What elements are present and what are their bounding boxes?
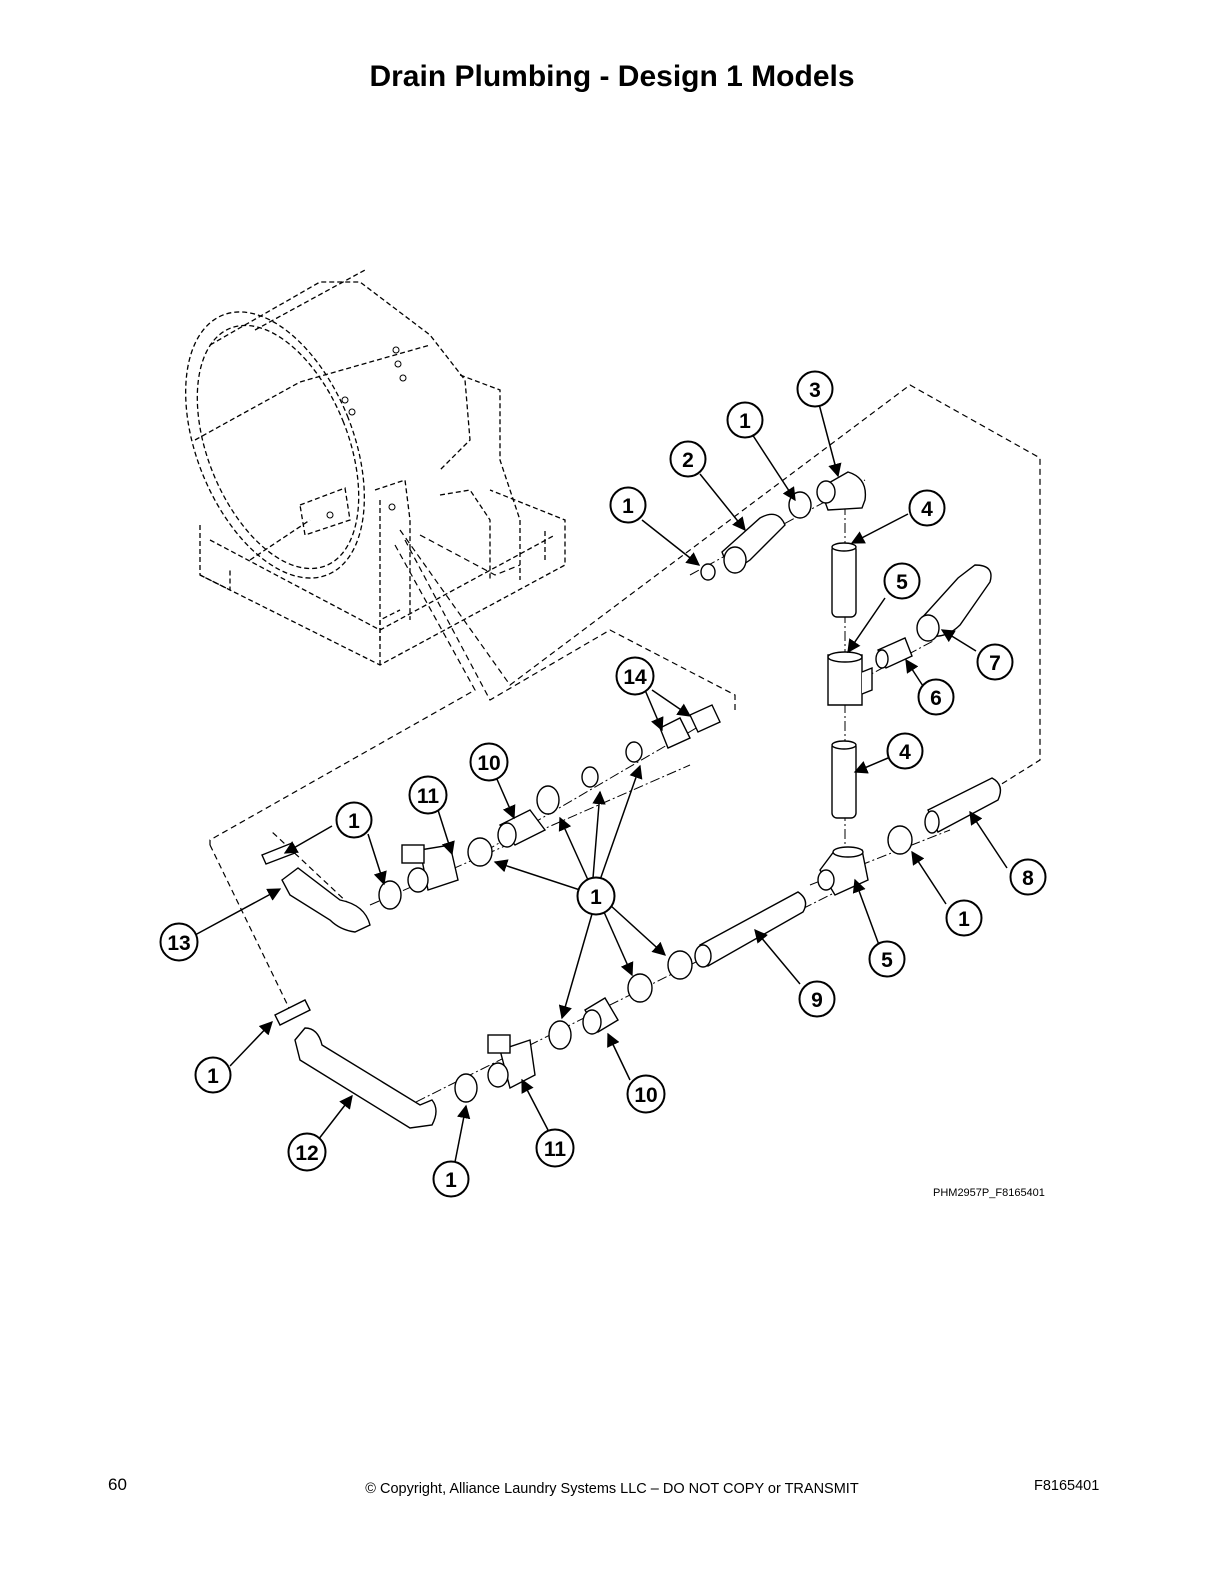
svg-text:4: 4 <box>899 741 911 764</box>
callout-balloon: 1 <box>335 801 373 839</box>
callout-balloon: 11 <box>535 1128 575 1168</box>
svg-text:14: 14 <box>623 666 647 689</box>
part-axis-lines <box>369 479 951 1111</box>
figure-code: PHM2957P_F8165401 <box>933 1187 1045 1199</box>
svg-text:10: 10 <box>477 752 500 775</box>
svg-text:1: 1 <box>739 410 751 433</box>
page-number: 60 <box>108 1475 127 1494</box>
phantom-leaders <box>209 384 1041 1011</box>
svg-text:2: 2 <box>682 449 694 472</box>
frame-holes <box>326 346 407 519</box>
svg-text:1: 1 <box>622 495 634 518</box>
callout-balloon: 5 <box>883 562 921 600</box>
callout-balloon: 14 <box>615 656 655 696</box>
callout-balloon: 10 <box>626 1074 666 1114</box>
page-title: Drain Plumbing - Design 1 Models <box>369 60 855 93</box>
callout-balloon: 1 <box>609 486 647 524</box>
svg-text:1: 1 <box>348 810 360 833</box>
callout-balloon: 5 <box>868 940 906 978</box>
svg-text:3: 3 <box>809 379 821 402</box>
svg-text:1: 1 <box>445 1169 457 1192</box>
callout-balloon: 11 <box>408 775 448 815</box>
callout-balloon: 1 <box>432 1160 470 1198</box>
callout-balloons: 1 1 2 3 4 5 7 6 14 4 10 11 1 8 1 1 13 5 … <box>159 370 1047 1198</box>
svg-text:1: 1 <box>207 1065 219 1088</box>
callout-balloon: 1 <box>945 899 983 937</box>
callout-balloon: 4 <box>908 489 946 527</box>
callout-balloon: 2 <box>669 440 707 478</box>
svg-text:8: 8 <box>1022 867 1034 890</box>
document-id: F8165401 <box>1034 1478 1100 1494</box>
svg-text:9: 9 <box>811 989 823 1012</box>
callout-balloon: 9 <box>798 980 836 1018</box>
svg-text:10: 10 <box>634 1084 657 1107</box>
callout-balloon: 1 <box>194 1056 232 1094</box>
parts <box>261 471 1002 1129</box>
callout-balloon: 3 <box>796 370 834 408</box>
washer-frame-phantom <box>185 269 566 666</box>
callout-balloon: 7 <box>976 643 1014 681</box>
copyright-notice: © Copyright, Alliance Laundry Systems LL… <box>365 1481 859 1497</box>
callout-balloon: 1 <box>726 401 764 439</box>
svg-text:5: 5 <box>881 949 893 972</box>
callout-balloon: 13 <box>159 922 199 962</box>
callout-balloon: 8 <box>1009 858 1047 896</box>
svg-text:11: 11 <box>417 785 440 808</box>
svg-text:7: 7 <box>989 652 1001 675</box>
callout-leaders <box>194 403 1008 1163</box>
svg-text:5: 5 <box>896 571 908 594</box>
svg-text:1: 1 <box>958 908 970 931</box>
callout-balloon: 6 <box>917 678 955 716</box>
svg-text:6: 6 <box>930 687 942 710</box>
callout-balloon: 1 <box>576 876 616 916</box>
callout-balloon: 4 <box>886 732 924 770</box>
svg-text:13: 13 <box>167 932 190 955</box>
svg-text:11: 11 <box>544 1138 567 1161</box>
callout-balloon: 10 <box>469 742 509 782</box>
svg-text:4: 4 <box>921 498 933 521</box>
svg-text:12: 12 <box>295 1142 318 1165</box>
callout-balloon: 12 <box>287 1132 327 1172</box>
svg-text:1: 1 <box>590 886 602 909</box>
